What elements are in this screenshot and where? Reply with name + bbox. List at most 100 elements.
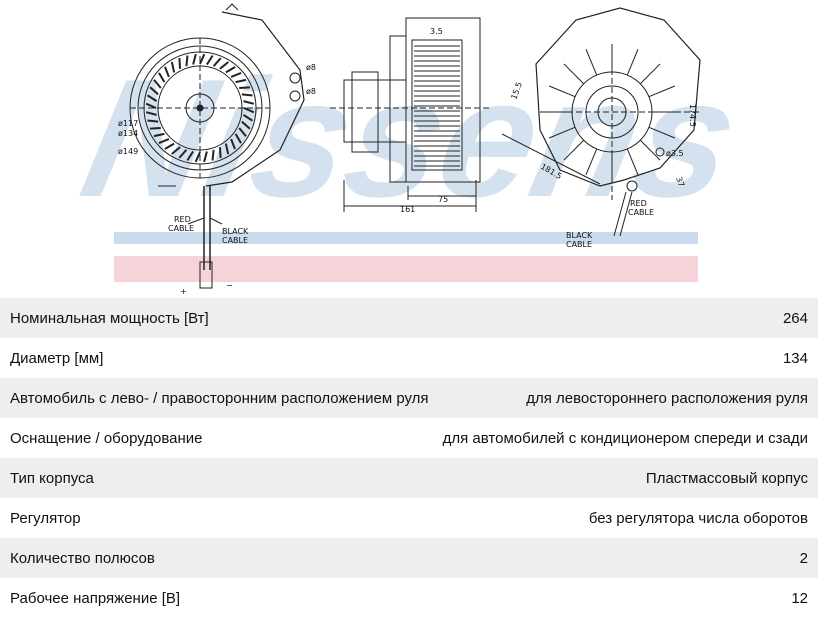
fan-blade (234, 133, 242, 144)
spec-label: Автомобиль с лево- / правосторонним расп… (10, 389, 429, 407)
dim-37: 37 (674, 176, 686, 189)
spec-label: Рабочее напряжение [В] (10, 589, 181, 607)
housing-rib (648, 126, 676, 139)
pink-band (114, 256, 698, 282)
fan-blade (153, 132, 165, 138)
dim-d3-5: ø3.5 (666, 149, 684, 158)
fan-blade (158, 72, 166, 83)
specs-table: Номинальная мощность [Вт] 264 Диаметр [м… (0, 298, 818, 618)
spec-row-voltage: Рабочее напряжение [В] 12 (0, 578, 818, 618)
housing-rib (585, 148, 598, 176)
left-black-cable-label-1: BLACK (222, 227, 249, 236)
fan-blade (186, 150, 194, 162)
fan-blade (243, 100, 255, 105)
fan-blade (206, 54, 214, 66)
fan-blade (164, 142, 175, 150)
spec-row-diameter: Диаметр [мм] 134 (0, 338, 818, 378)
fan-blade (219, 61, 229, 70)
housing-rib (648, 85, 676, 98)
fan-blade (211, 149, 215, 161)
housing-rib (639, 63, 661, 85)
fan-blade (235, 78, 247, 84)
fan-blade (199, 53, 206, 65)
fan-blade (194, 151, 201, 163)
fan-blade (145, 102, 157, 109)
fan-blade (158, 138, 170, 144)
fan-blade (239, 86, 250, 90)
housing-rib (548, 85, 576, 98)
right-red-cable-label-1: RED (630, 199, 647, 208)
left-red-cable-label-2: CABLE (168, 224, 194, 233)
spec-value: 2 (799, 549, 808, 567)
fan-blade (203, 151, 208, 163)
fan-blade (153, 79, 162, 89)
left-black-cable-label-2: CABLE (222, 236, 248, 245)
side-view-slats (414, 45, 460, 167)
fan-blade (212, 57, 222, 67)
spec-value: для автомобилей с кондиционером спереди … (442, 429, 808, 447)
spec-value: без регулятора числа оборотов (588, 509, 808, 527)
fan-blade (241, 93, 253, 97)
front-view-blades (145, 53, 255, 163)
fan-blade (230, 138, 236, 150)
fan-blade (150, 126, 161, 130)
housing-rib (585, 48, 598, 76)
plus-terminal: + (180, 287, 187, 296)
fan-blade (149, 86, 159, 96)
spec-label: Количество полюсов (10, 549, 155, 567)
spec-row-equipment: Оснащение / оборудование для автомобилей… (0, 418, 818, 458)
spec-value: для левостороннего расположения руля (526, 389, 808, 407)
fan-blade (145, 111, 157, 116)
fan-blade (192, 53, 197, 65)
spec-row-rated-power: Номинальная мощность [Вт] 264 (0, 298, 818, 338)
dim-174-5: 174.5 (688, 104, 697, 127)
fan-blade (178, 149, 188, 159)
dim-d8-right: ø8 (306, 87, 316, 96)
side-view (330, 17, 490, 212)
housing-rib (548, 126, 576, 139)
fan-blade (147, 119, 159, 123)
spec-row-regulator: Регулятор без регулятора числа оборотов (0, 498, 818, 538)
spec-label: Регулятор (10, 509, 81, 527)
fan-blade (225, 66, 236, 74)
dim-d117: ø117 (118, 119, 138, 128)
fan-blade (224, 143, 230, 155)
blue-band (114, 232, 698, 244)
spec-label: Номинальная мощность [Вт] (10, 309, 209, 327)
spec-value: 264 (782, 309, 808, 327)
drawing-canvas: Nissens (69, 3, 753, 296)
fan-blade (178, 58, 182, 69)
technical-drawing: Nissens (0, 0, 818, 298)
spec-row-poles: Количество полюсов 2 (0, 538, 818, 578)
brand-watermark: Nissens (69, 44, 753, 232)
housing-rib (639, 139, 661, 161)
left-red-cable-label-1: RED (174, 215, 191, 224)
dim-d149: ø149 (118, 147, 138, 156)
fan-blade (243, 107, 255, 114)
spec-value: Пластмассовый корпус (645, 469, 808, 487)
right-black-cable-label-2: CABLE (566, 240, 592, 249)
rear-view-ribs (544, 44, 680, 180)
fan-blade (185, 55, 189, 67)
fan-blade (164, 66, 170, 78)
dim-d8-top: ø8 (306, 63, 316, 72)
spec-value: 12 (791, 589, 808, 607)
right-red-cable-label-2: CABLE (628, 208, 654, 217)
front-view (129, 3, 305, 289)
fan-blade (242, 114, 254, 122)
spec-label: Тип корпуса (10, 469, 94, 487)
spec-row-housing-type: Тип корпуса Пластмассовый корпус (0, 458, 818, 498)
dim-3-5: 3.5 (430, 27, 443, 36)
dim-75: 75 (438, 195, 448, 204)
spec-label: Диаметр [мм] (10, 349, 104, 367)
housing-rib (563, 63, 585, 85)
right-black-cable-label-1: BLACK (566, 231, 593, 240)
minus-terminal: − (226, 281, 233, 290)
fan-blade (170, 61, 176, 73)
housing-rib (563, 139, 585, 161)
spec-label: Оснащение / оборудование (10, 429, 203, 447)
housing-rib (626, 148, 639, 176)
fan-blade (171, 146, 181, 155)
spec-row-steering-side: Автомобиль с лево- / правосторонним расп… (0, 378, 818, 418)
fan-blade (218, 147, 222, 158)
